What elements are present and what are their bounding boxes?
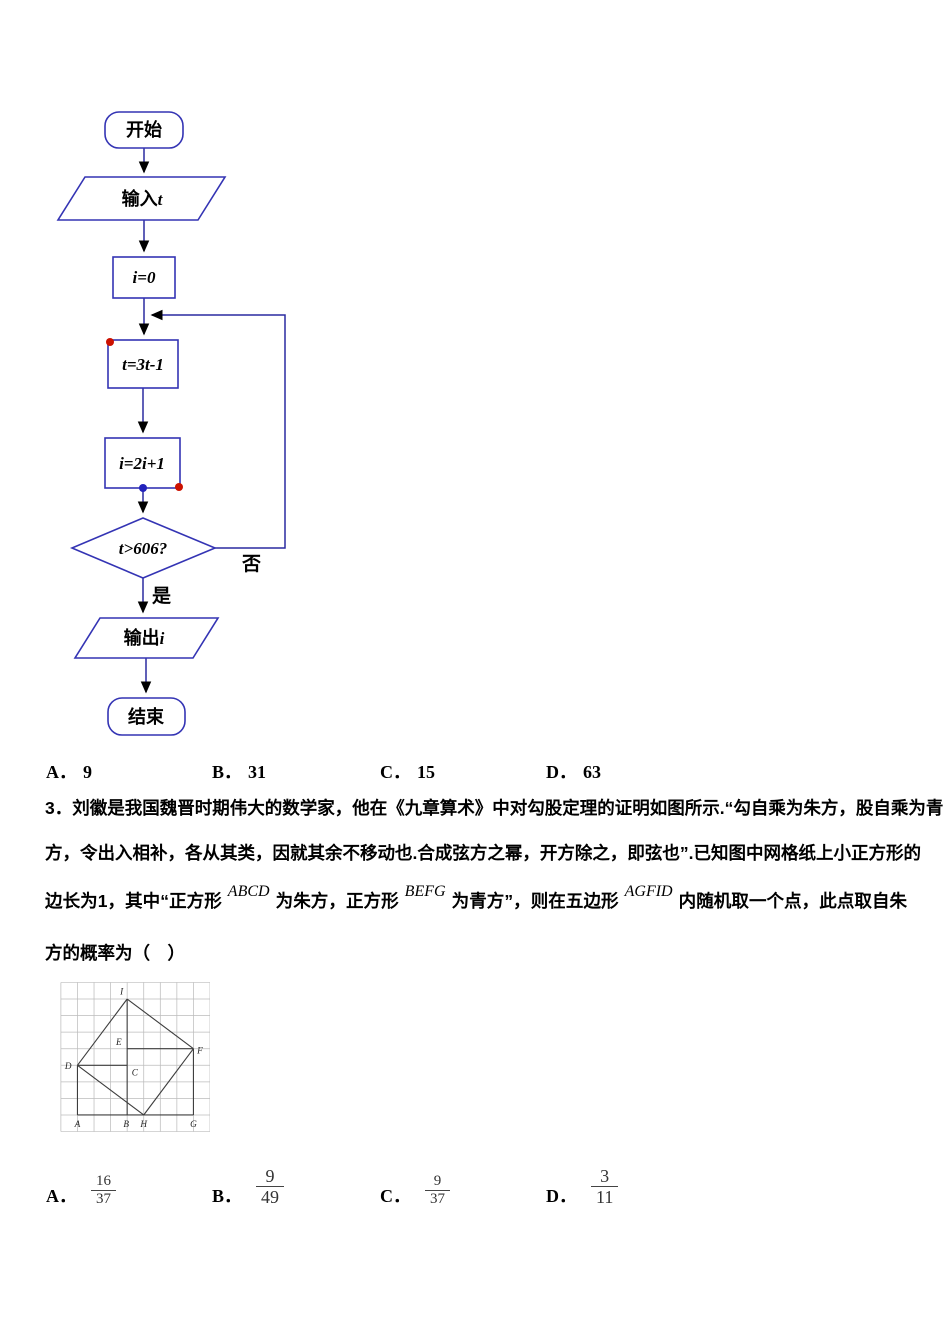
q3-text-line3: 边长为1，其中“正方形 ABCD 为朱方，正方形 BEFG 为青方”，则在五边形 AGFI… [45,883,908,913]
output-label: 输出i [124,627,165,648]
q2-option-d-letter: D． [546,762,577,782]
segment-HD [77,1064,145,1116]
q3-option-c: C． 9 37 [380,1152,450,1208]
q3-math-agfid: AGFID [624,883,673,900]
branch-no-label: 否 [241,554,261,575]
vertex-label-E: E [115,1037,122,1047]
q3-option-d-denominator: 11 [591,1186,619,1208]
vertex-label-A: A [74,1119,81,1129]
init-node [112,256,176,299]
red-handle-dot-top [106,338,114,346]
q3-text-line2: 方，令出入相补，各从其类，因就其余不移动也.合成弦方之幂，开方除之，即弦也”.已… [45,843,921,863]
q3-line3-seg4: 内随机取一个点，此点取自朱 [678,891,908,911]
q3-option-d: D． 3 11 [546,1152,619,1208]
q3-math-befg: BEFG [404,883,446,900]
input-node [56,176,227,221]
branch-yes-label: 是 [152,585,171,607]
start-label: 开始 [126,119,162,140]
segment-FH [143,1048,194,1116]
start-node [104,111,184,149]
q3-option-c-fraction: 9 37 [425,1173,450,1209]
q3-option-d-numerator: 3 [600,1165,610,1186]
q3-text-line1: 3．刘徽是我国魏晋时期伟大的数学家，他在《九章算术》中对勾股定理的证明如图所示.… [45,798,944,818]
pythagorean-grid-figure: I E C D F A B H G [60,982,210,1132]
loop-back-line [150,309,286,549]
q3-line3-seg1: 边长为1，其中“正方形 [45,891,222,911]
q2-option-b-letter: B． [212,762,243,782]
q2-option-d-value: 63 [583,762,601,782]
q2-option-b-value: 31 [248,762,267,782]
q3-option-c-denominator: 37 [425,1189,450,1208]
q3-option-a-fraction: 16 37 [91,1173,116,1209]
segment-DI [77,998,128,1066]
q3-option-d-fraction: 3 11 [591,1165,619,1208]
input-label: 输入t [122,188,164,209]
assign-i-label: i=2i+1 [119,454,165,473]
q3-option-b-numerator: 9 [265,1165,275,1186]
q3-math-abcd: ABCD [227,883,270,900]
figure-lines [76,998,194,1116]
q3-line3-seg2: 为朱方，正方形 [275,891,399,911]
q3-option-a-denominator: 37 [91,1189,116,1208]
q2-option-c-value: 15 [417,762,435,782]
q2-option-a-letter: A． [46,762,77,782]
end-label: 结束 [128,706,165,727]
q3-option-a: A． 16 37 [46,1152,116,1208]
condition-node [69,517,218,579]
blue-handle-dot [139,484,147,492]
flowchart-diagram: 开始 输入t i=0 t=3t-1 i=2i+1 t>606? 否 是 输出i … [56,111,286,736]
q3-option-b-letter: B． [212,1186,243,1206]
q3-option-d-letter: D． [546,1186,577,1206]
vertex-label-H: H [139,1119,148,1129]
q2-option-c: C． 15 [380,758,435,784]
q2-option-d: D． 63 [546,758,601,784]
end-node [107,697,186,736]
assign-i-node [104,437,181,489]
red-handle-dot-bottom [175,483,183,491]
q3-option-b-fraction: 9 49 [256,1165,285,1208]
init-label: i=0 [133,268,156,287]
q3-option-b: B． 9 49 [212,1152,285,1208]
vertex-label-F: F [196,1045,203,1055]
vertex-label-G: G [190,1119,197,1129]
q2-option-a-value: 9 [83,762,92,782]
q3-line3-seg3: 为青方”，则在五边形 [451,891,619,911]
q2-option-b: B．31 [212,758,266,784]
condition-label: t>606? [119,539,167,558]
output-node [73,617,220,659]
q2-option-c-letter: C． [380,762,411,782]
segment-IF [126,998,194,1050]
q3-option-c-numerator: 9 [433,1172,442,1189]
vertex-label-I: I [119,986,124,996]
assign-t-label: t=3t-1 [122,355,164,374]
vertex-label-B: B [123,1119,129,1129]
q3-option-b-denominator: 49 [256,1186,285,1208]
assign-t-node [107,339,179,389]
q3-option-a-letter: A． [46,1186,77,1206]
q3-option-c-letter: C． [380,1186,411,1206]
q2-option-a: A． 9 [46,758,92,784]
vertex-label-C: C [132,1067,139,1077]
vertex-label-D: D [64,1061,72,1071]
q3-option-a-numerator: 16 [96,1172,111,1189]
q3-text-line4: 方的概率为（ ） [45,943,185,963]
